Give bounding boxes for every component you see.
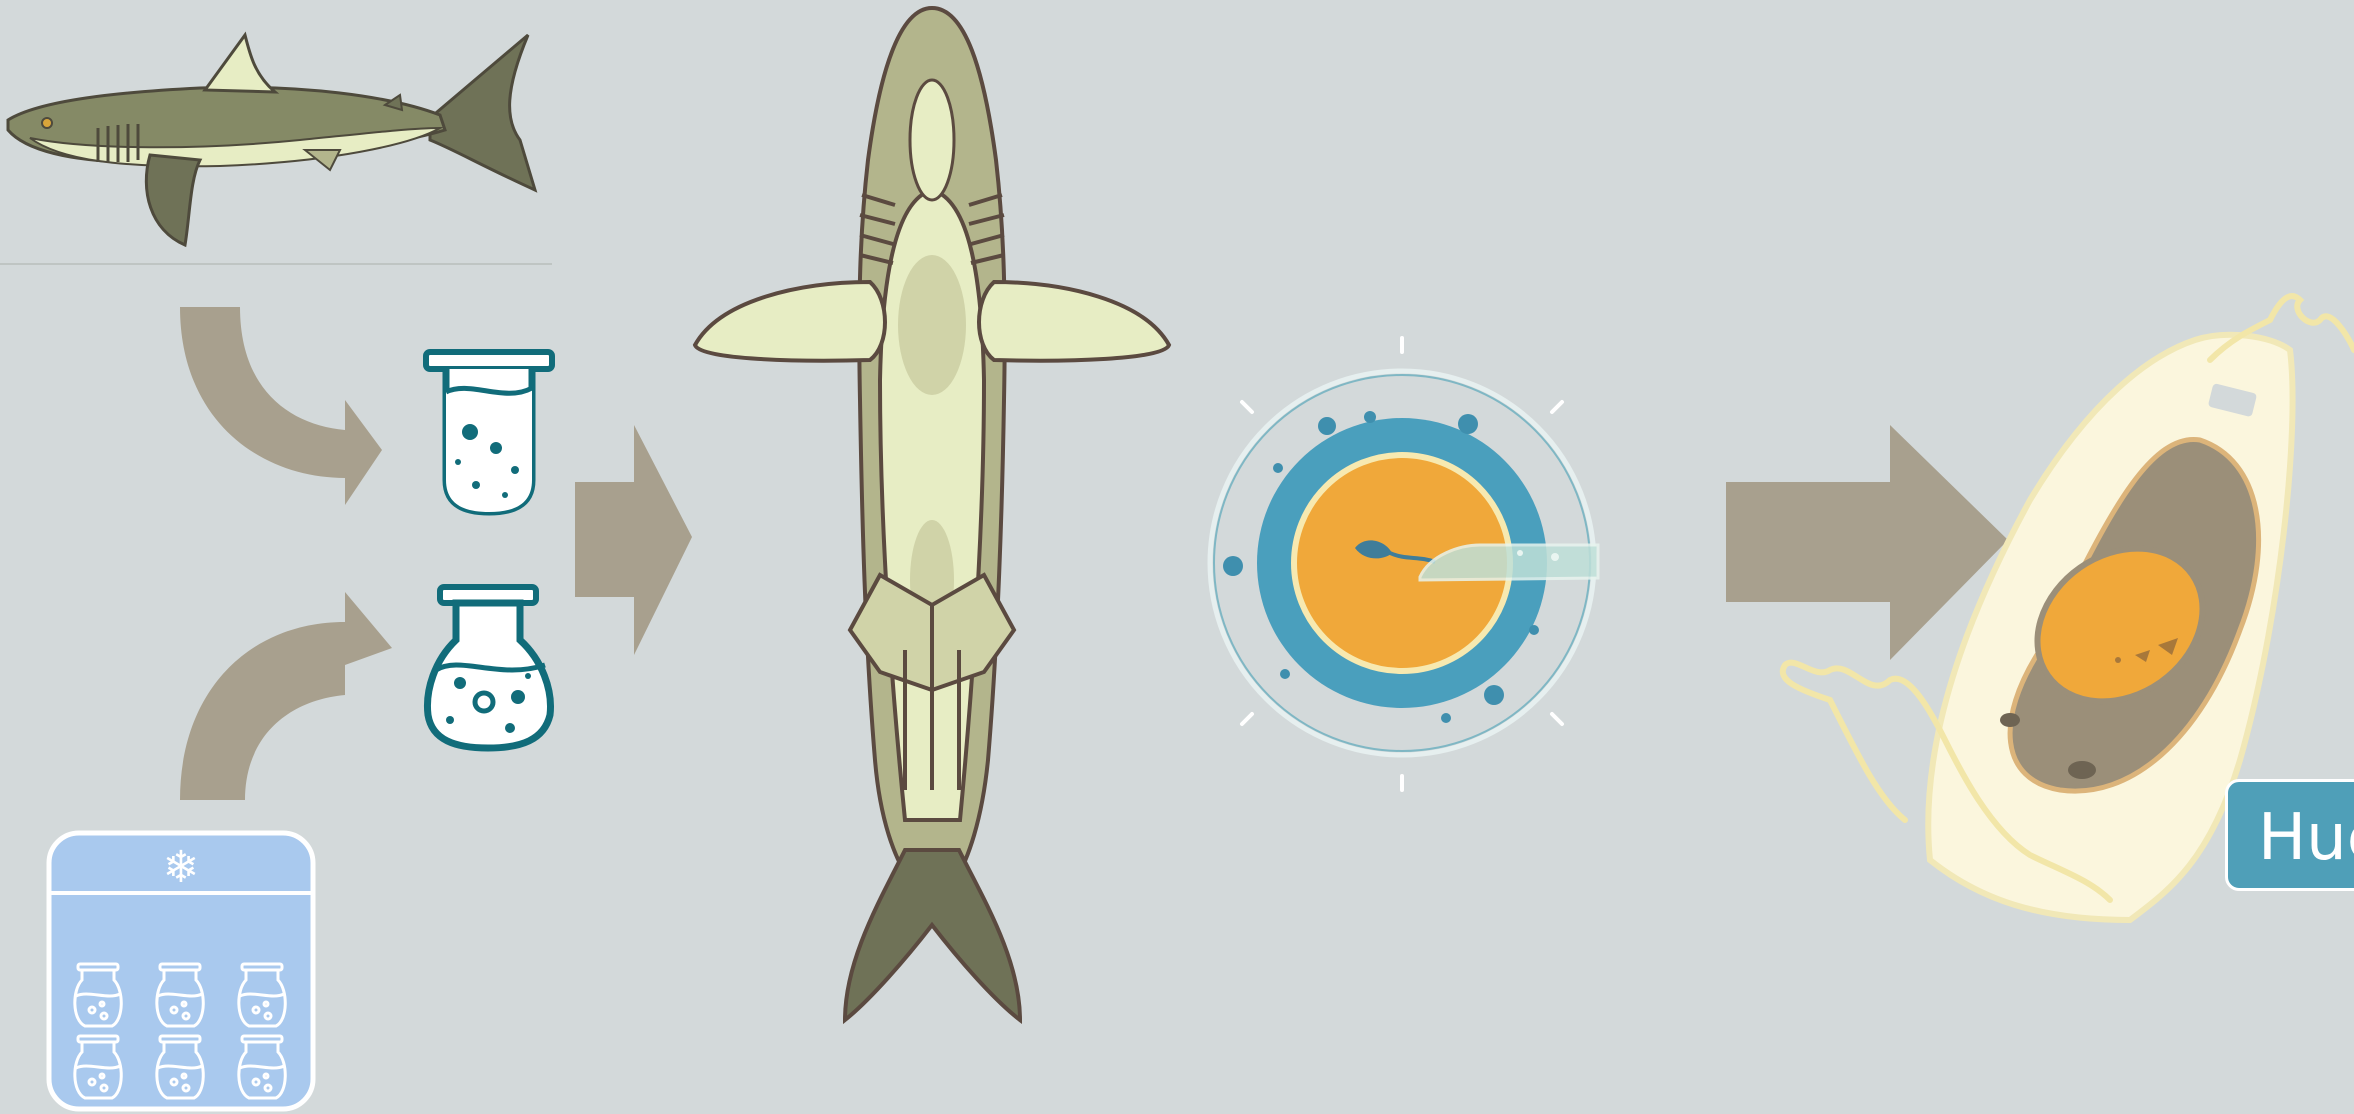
flask-icon: [427, 587, 550, 748]
arrow-right-icon: [1726, 425, 2008, 660]
hue-badge[interactable]: Hue: [2225, 779, 2354, 891]
freezer-icon: ❄: [49, 833, 313, 1109]
curved-arrow-up-icon: [180, 592, 392, 800]
egg-sperm-icon: [1210, 338, 1598, 790]
arrow-right-icon: [575, 425, 692, 655]
test-tube-icon: [426, 352, 552, 512]
snowflake-icon: ❄: [163, 842, 200, 893]
shark-ventral-icon: [695, 8, 1169, 1020]
curved-arrow-down-icon: [180, 307, 382, 505]
shark-side-icon: [8, 35, 535, 245]
